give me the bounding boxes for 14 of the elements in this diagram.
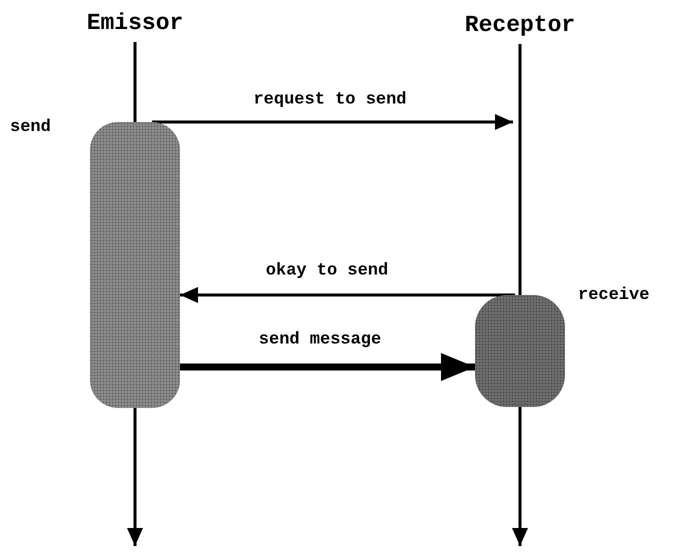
message-arrow	[512, 407, 528, 546]
lifeline	[518, 44, 522, 295]
lifeline-heading: Receptor	[445, 12, 595, 44]
lifeline-heading: Emissor	[70, 10, 200, 42]
message-arrow	[180, 287, 515, 303]
edge-label: send message	[256, 330, 384, 350]
message-arrow	[127, 408, 143, 546]
activation-label: receive	[578, 286, 650, 305]
lifeline	[134, 42, 136, 122]
activation-box	[90, 122, 180, 408]
activation-label: send	[10, 118, 51, 137]
activation-box	[475, 295, 565, 407]
message-arrow	[180, 353, 475, 381]
edge-label: okay to send	[264, 262, 390, 280]
